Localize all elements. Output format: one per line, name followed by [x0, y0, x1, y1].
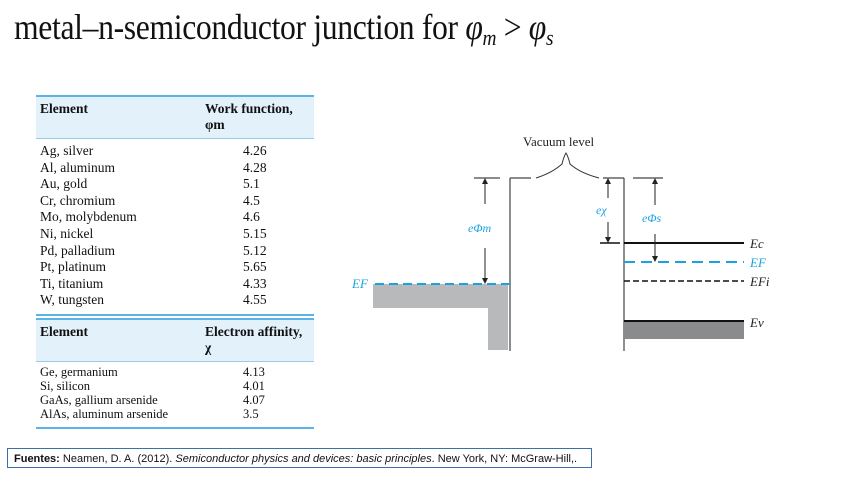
element-value: 4.5 — [243, 192, 260, 208]
work-function-table: Element Work function, φm Ag, silver 4.26… — [36, 95, 314, 316]
valence-band — [624, 321, 744, 339]
element-value: 5.15 — [243, 225, 267, 241]
element-name: Ni, nickel — [40, 225, 94, 241]
element-name: Cr, chromium — [40, 192, 116, 208]
semiconductor-ef-label: EF — [749, 255, 767, 270]
metal-ef-label: EF — [351, 276, 369, 291]
element-name: Ti, titanium — [40, 275, 104, 291]
header-element: Element — [40, 324, 88, 339]
header-element: Element — [40, 101, 88, 116]
citation-authors: Neamen, D. A. (2012). — [59, 453, 176, 465]
metal-band — [373, 284, 508, 350]
element-value: 4.26 — [243, 143, 267, 158]
element-name: Al, aluminum — [40, 159, 115, 175]
table-row: Ge, germanium 4.13 — [36, 365, 314, 379]
element-value: 4.6 — [243, 209, 260, 225]
e-phi-s-label: eΦs — [642, 211, 661, 225]
element-name: Au, gold — [40, 176, 88, 192]
title-text: metal–n-semiconductor junction for — [14, 7, 466, 47]
table-row: W, tungsten 4.55 — [36, 292, 314, 309]
vacuum-level-bracket — [535, 152, 600, 179]
table-row: Ni, nickel 5.15 — [36, 226, 314, 243]
element-value: 5.12 — [243, 242, 267, 258]
table-row: Au, gold 5.1 — [36, 176, 314, 193]
element-name: Pt, platinum — [40, 259, 107, 275]
table-row: Pt, platinum 5.65 — [36, 259, 314, 276]
table-row: Ti, titanium 4.33 — [36, 276, 314, 293]
citation-publisher: . New York, NY: McGraw-Hill,. — [431, 453, 578, 465]
element-value: 4.28 — [243, 159, 267, 175]
element-value: 4.07 — [243, 393, 265, 407]
e-chi-label: eχ — [596, 203, 607, 217]
citation-label: Fuentes: — [14, 453, 60, 465]
element-value: 3.5 — [243, 407, 259, 421]
page-title: metal–n-semiconductor junction for φm > … — [14, 6, 554, 51]
header-work-function: Work function, φm — [205, 101, 293, 132]
element-name: Pd, palladium — [40, 242, 115, 258]
table-row: Cr, chromium 4.5 — [36, 193, 314, 210]
subscript-m: m — [482, 25, 497, 50]
table-row: Pd, palladium 5.12 — [36, 243, 314, 260]
phi-symbol: φ — [465, 7, 483, 47]
element-value: 4.01 — [243, 379, 265, 393]
element-value: 4.33 — [243, 275, 267, 291]
table-header: Element Electron affinity, χ — [36, 320, 314, 362]
element-value: 5.1 — [243, 176, 260, 192]
electron-affinity-table: Element Electron affinity, χ Ge, germani… — [36, 318, 314, 429]
subscript-s: s — [545, 25, 554, 50]
header-electron-affinity: Electron affinity, χ — [205, 324, 303, 355]
ev-label: Ev — [749, 315, 764, 330]
table-row: Ag, silver 4.26 — [36, 143, 314, 160]
element-value: 5.65 — [243, 259, 267, 275]
greater-than: > — [496, 7, 529, 47]
ec-label: Ec — [749, 236, 764, 251]
citation-box: Fuentes: Neamen, D. A. (2012). Semicondu… — [7, 448, 592, 468]
element-name: Mo, molybdenum — [40, 209, 137, 225]
table-header: Element Work function, φm — [36, 97, 314, 139]
table-row: Mo, molybdenum 4.6 — [36, 209, 314, 226]
table-row: GaAs, gallium arsenide 4.07 — [36, 393, 314, 407]
table-row: Al, aluminum 4.28 — [36, 160, 314, 177]
table-row: AlAs, aluminum arsenide 3.5 — [36, 407, 314, 421]
element-name: Si, silicon — [40, 379, 91, 393]
table-row: Si, silicon 4.01 — [36, 379, 314, 393]
element-name: W, tungsten — [40, 292, 104, 308]
element-name: GaAs, gallium arsenide — [40, 393, 158, 407]
element-value: 4.55 — [243, 292, 267, 308]
element-name: Ge, germanium — [40, 365, 118, 379]
phi-symbol: φ — [528, 7, 547, 47]
efi-label: EFi — [749, 274, 770, 289]
vacuum-level-label: Vacuum level — [523, 134, 595, 149]
element-name: AlAs, aluminum arsenide — [40, 407, 169, 421]
element-name: Ag, silver — [40, 143, 94, 158]
citation-book-title: Semiconductor physics and devices: basic… — [175, 453, 432, 465]
element-value: 4.13 — [243, 365, 265, 379]
e-phi-m-label: eΦm — [468, 221, 491, 235]
